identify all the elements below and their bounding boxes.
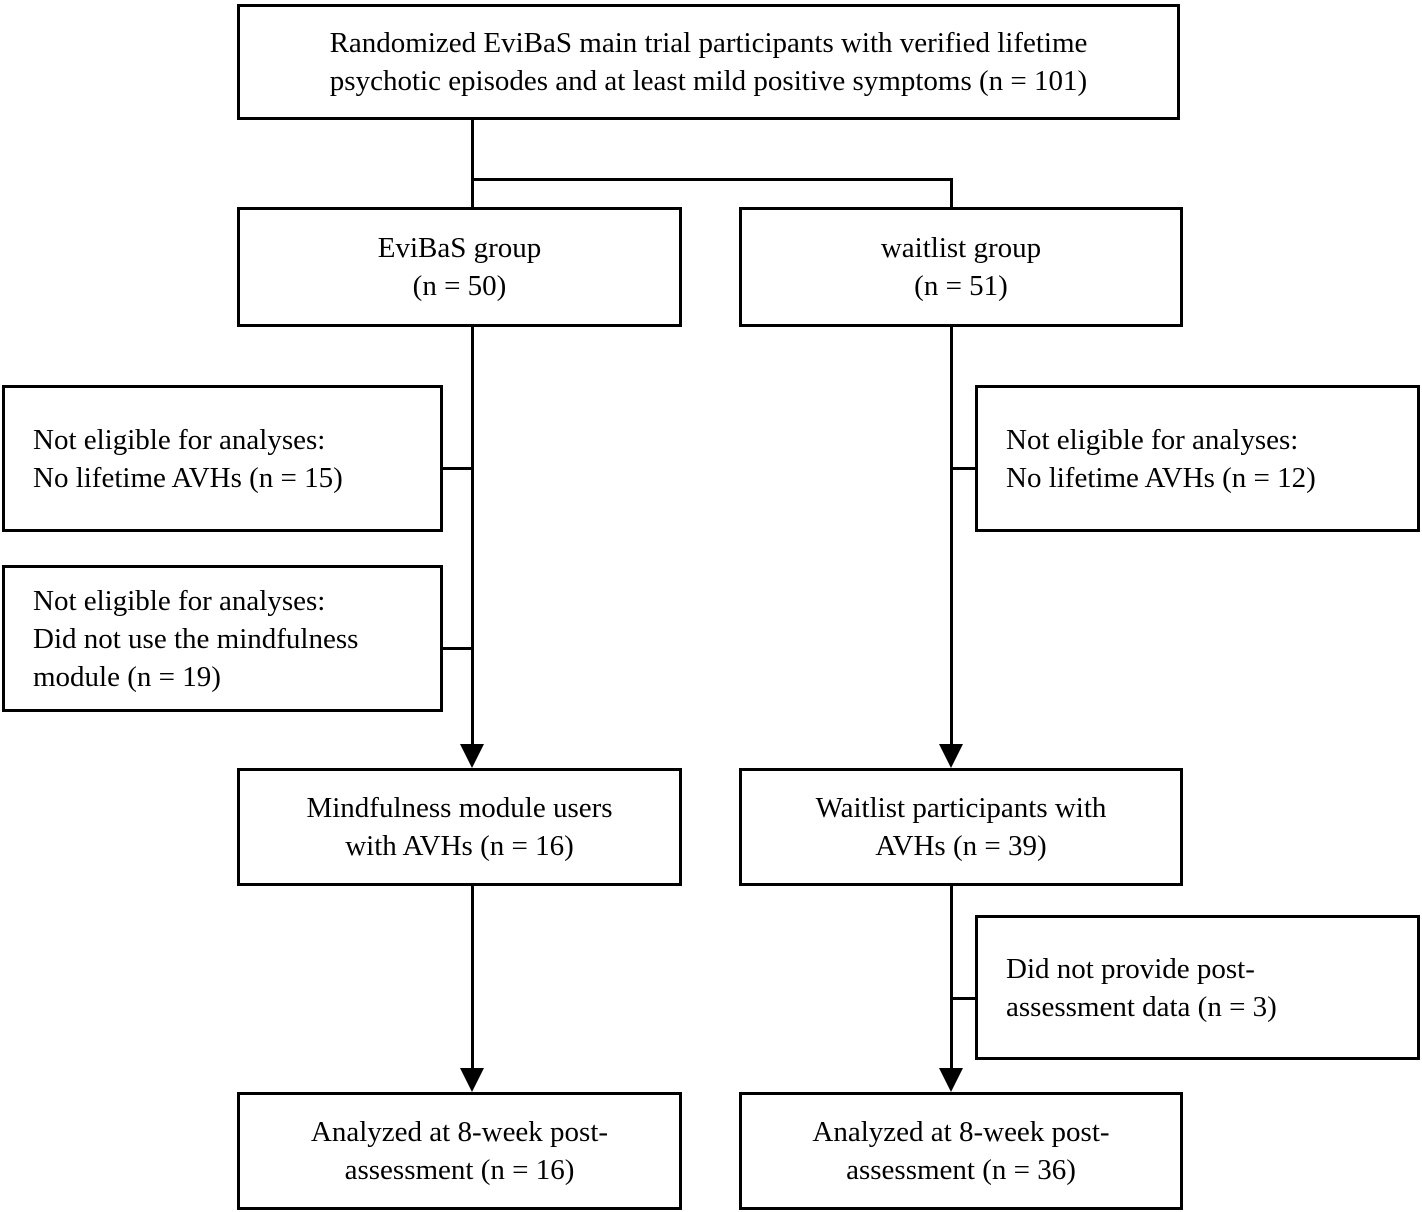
connector-excluded-left-no-module (443, 647, 473, 650)
box-excluded-right-no-post: Did not provide post- assessment data (n… (975, 915, 1420, 1060)
box-waitlist-participants-avh-text: Waitlist participants with AVHs (n = 39) (815, 792, 1107, 862)
box-waitlist-participants-avh: Waitlist participants with AVHs (n = 39) (739, 768, 1183, 886)
connector-mindfulness-to-analyzed (471, 886, 474, 1071)
box-excluded-left-no-module-text: Not eligible for analyses: Did not use t… (33, 584, 359, 693)
box-mindfulness-users-text: Mindfulness module users with AVHs (n = … (306, 792, 613, 862)
box-analyzed-left: Analyzed at 8-week post- assessment (n =… (237, 1092, 682, 1210)
box-mindfulness-users: Mindfulness module users with AVHs (n = … (237, 768, 682, 886)
box-waitlist-group-text: waitlist group (n = 51) (880, 232, 1042, 302)
box-analyzed-right: Analyzed at 8-week post- assessment (n =… (739, 1092, 1183, 1210)
box-analyzed-left-text: Analyzed at 8-week post- assessment (n =… (310, 1116, 609, 1186)
connector-split-to-evibas (471, 178, 474, 209)
box-excluded-left-no-avh: Not eligible for analyses: No lifetime A… (2, 385, 443, 532)
connector-excluded-left-no-avh (443, 467, 473, 470)
connector-evibas-to-mindfulness (471, 327, 474, 747)
connector-waitlist-to-participants (950, 327, 953, 747)
box-evibas-group: EviBaS group (n = 50) (237, 207, 682, 327)
box-analyzed-right-text: Analyzed at 8-week post- assessment (n =… (812, 1116, 1110, 1186)
connector-excluded-right-no-post (951, 997, 978, 1000)
arrowhead-into-analyzed-left (460, 1068, 484, 1092)
box-excluded-right-no-avh-text: Not eligible for analyses: No lifetime A… (1006, 423, 1316, 494)
box-randomized-text: Randomized EviBaS main trial participant… (329, 27, 1088, 97)
box-waitlist-group: waitlist group (n = 51) (739, 207, 1183, 327)
box-excluded-left-no-module: Not eligible for analyses: Did not use t… (2, 565, 443, 712)
arrowhead-into-analyzed-right (939, 1068, 963, 1092)
connector-split-horizontal (471, 178, 953, 181)
box-excluded-right-no-post-text: Did not provide post- assessment data (n… (1006, 952, 1277, 1023)
box-excluded-left-no-avh-text: Not eligible for analyses: No lifetime A… (33, 423, 343, 494)
box-excluded-right-no-avh: Not eligible for analyses: No lifetime A… (975, 385, 1420, 532)
arrowhead-into-mindfulness (460, 744, 484, 768)
box-randomized: Randomized EviBaS main trial participant… (237, 4, 1180, 120)
box-evibas-group-text: EviBaS group (n = 50) (377, 232, 542, 302)
connector-top-vertical (471, 120, 474, 181)
connector-participants-to-analyzed (950, 886, 953, 1071)
arrowhead-into-participants (939, 744, 963, 768)
connector-split-to-waitlist (950, 178, 953, 209)
connector-excluded-right-no-avh (951, 467, 978, 470)
